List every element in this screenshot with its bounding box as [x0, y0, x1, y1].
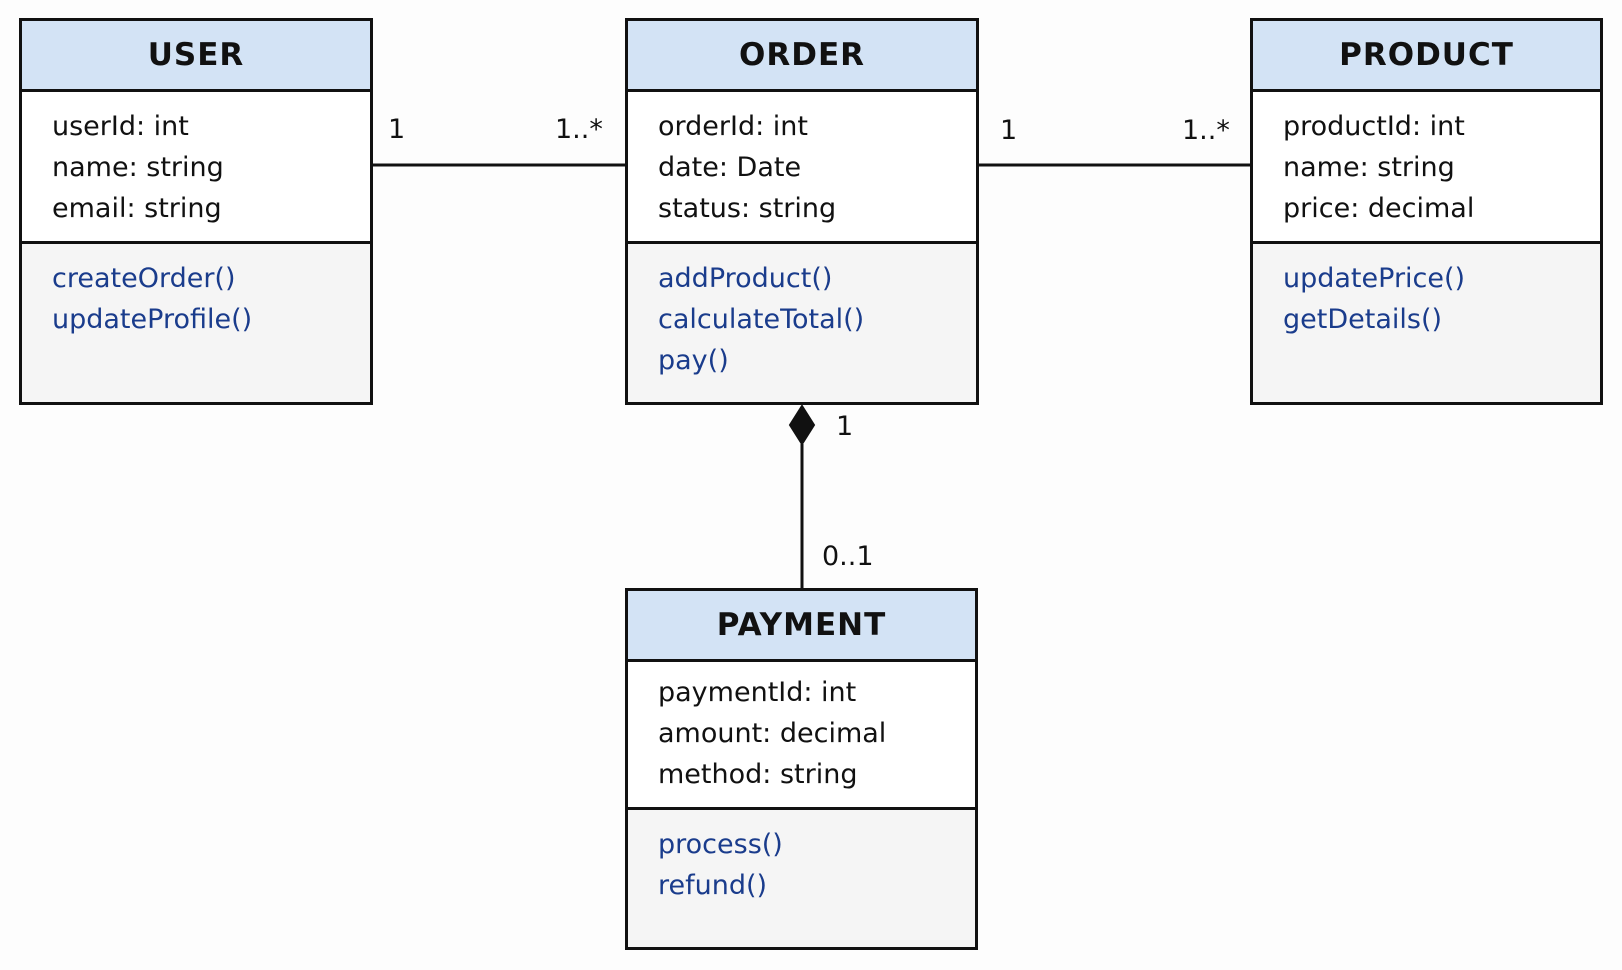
class-user[interactable]: USER userId: int name: string email: str… [19, 18, 373, 405]
method: refund() [658, 870, 768, 901]
method: createOrder() [52, 263, 236, 294]
method: updatePrice() [1283, 263, 1466, 294]
class-product[interactable]: PRODUCT productId: int name: string pric… [1250, 18, 1603, 405]
class-user-attributes: userId: int name: string email: string [22, 92, 370, 244]
class-product-attributes: productId: int name: string price: decim… [1253, 92, 1600, 244]
attribute: date: Date [658, 152, 802, 183]
attribute: productId: int [1283, 111, 1465, 142]
attribute: userId: int [52, 111, 189, 142]
class-order-attributes: orderId: int date: Date status: string [628, 92, 976, 244]
multiplicity-user-order-to: 1..* [555, 114, 603, 145]
attribute: method: string [658, 759, 858, 790]
method: pay() [658, 345, 729, 376]
class-payment-attributes: paymentId: int amount: decimal method: s… [628, 662, 975, 810]
multiplicity-order-payment-to: 0..1 [822, 541, 874, 572]
attribute: paymentId: int [658, 677, 857, 708]
class-product-methods: updatePrice() getDetails() [1253, 244, 1600, 402]
class-user-methods: createOrder() updateProfile() [22, 244, 370, 402]
method: updateProfile() [52, 304, 253, 335]
multiplicity-user-order-from: 1 [388, 114, 406, 145]
method: process() [658, 829, 783, 860]
multiplicity-order-payment-from: 1 [836, 411, 854, 442]
class-user-name: USER [22, 21, 370, 92]
attribute: email: string [52, 193, 222, 224]
class-payment[interactable]: PAYMENT paymentId: int amount: decimal m… [625, 588, 978, 950]
attribute: amount: decimal [658, 718, 887, 749]
multiplicity-order-product-from: 1 [1000, 115, 1018, 146]
method: getDetails() [1283, 304, 1443, 335]
multiplicity-order-product-to: 1..* [1182, 115, 1230, 146]
class-payment-methods: process() refund() [628, 810, 975, 947]
method: addProduct() [658, 263, 833, 294]
attribute: name: string [52, 152, 224, 183]
composition-diamond-icon [788, 404, 816, 446]
class-product-name: PRODUCT [1253, 21, 1600, 92]
class-payment-name: PAYMENT [628, 591, 975, 662]
class-order-methods: addProduct() calculateTotal() pay() [628, 244, 976, 402]
method: calculateTotal() [658, 304, 865, 335]
attribute: price: decimal [1283, 193, 1475, 224]
class-order[interactable]: ORDER orderId: int date: Date status: st… [625, 18, 979, 405]
class-order-name: ORDER [628, 21, 976, 92]
attribute: status: string [658, 193, 837, 224]
attribute: orderId: int [658, 111, 808, 142]
attribute: name: string [1283, 152, 1455, 183]
